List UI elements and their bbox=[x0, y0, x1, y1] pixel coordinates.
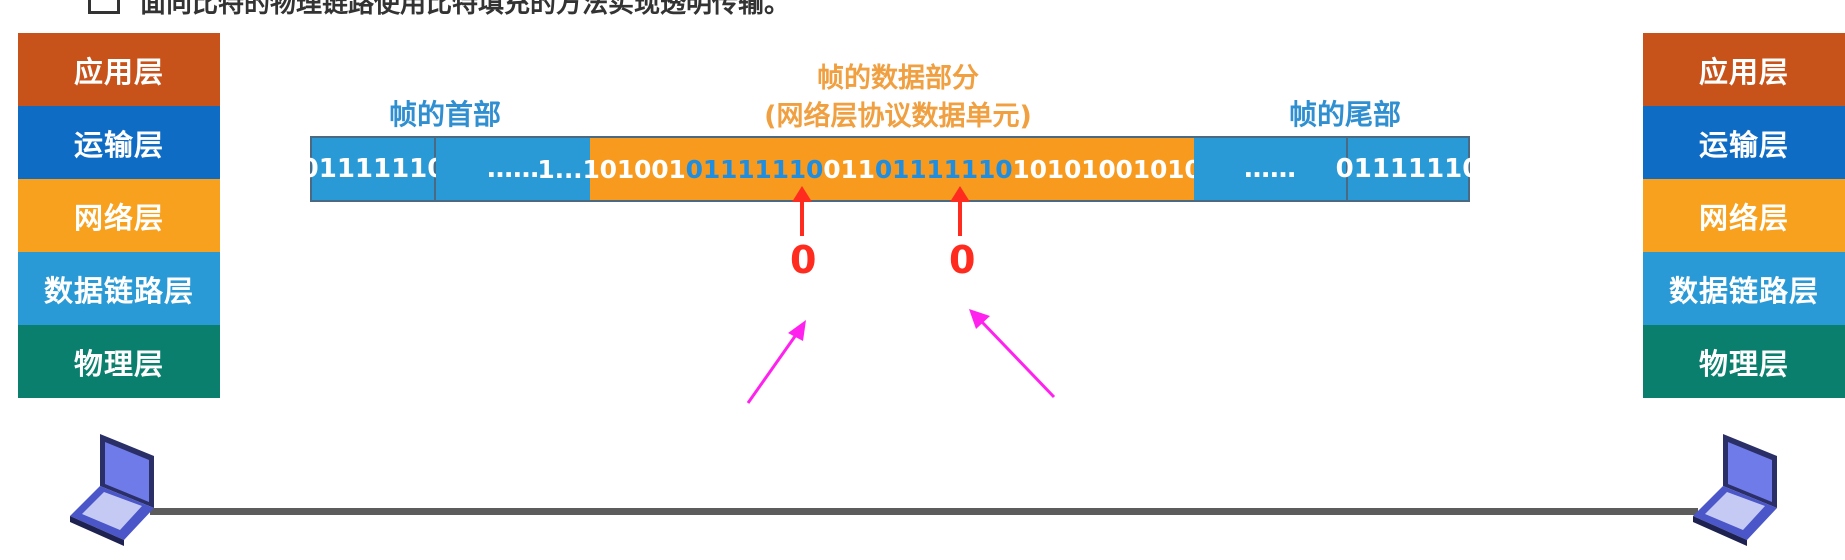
left-laptop-icon bbox=[70, 434, 154, 546]
payload-stuffed-bit-1: 0 bbox=[806, 154, 824, 184]
left-layer-datalink: 数据链路层 bbox=[18, 252, 220, 325]
frame-end-flag: 01111110 bbox=[1336, 138, 1480, 200]
frame-data-label: 帧的数据部分 (网络层协议数据单元) bbox=[698, 60, 1098, 136]
magenta-pointer-arrow-2 bbox=[969, 309, 1056, 399]
stuffed-bit-label-2: 0 bbox=[949, 238, 976, 282]
payload-flag-like-2: 0111111 bbox=[874, 154, 996, 184]
right-layer-transport: 运输层 bbox=[1643, 106, 1845, 179]
title-checkbox bbox=[88, 0, 120, 14]
right-protocol-stack: 应用层 运输层 网络层 数据链路层 物理层 bbox=[1643, 33, 1845, 398]
page-title: 面向比特的物理链路使用比特填充的方法实现透明传输。 bbox=[140, 0, 791, 19]
right-layer-datalink: 数据链路层 bbox=[1643, 252, 1845, 325]
physical-link-line bbox=[150, 508, 1698, 515]
stuffed-bit-arrow-2 bbox=[950, 186, 970, 236]
right-laptop-icon bbox=[1693, 434, 1777, 546]
right-layer-network: 网络层 bbox=[1643, 179, 1845, 252]
frame-tail-dots: …… bbox=[1194, 138, 1348, 200]
magenta-pointer-arrow-1 bbox=[746, 320, 806, 404]
right-layer-application: 应用层 bbox=[1643, 33, 1845, 106]
frame-head-dots: …… bbox=[436, 138, 590, 200]
stuffed-bit-arrow-1 bbox=[792, 186, 812, 236]
frame-tail-label: 帧的尾部 bbox=[1288, 98, 1401, 131]
left-protocol-stack: 应用层 运输层 网络层 数据链路层 物理层 bbox=[18, 33, 220, 398]
frame-start-flag: 01111110 bbox=[301, 138, 445, 200]
frame-data-label-line1: 帧的数据部分 bbox=[817, 63, 979, 94]
payload-bits-2: 011 bbox=[823, 154, 875, 184]
left-layer-physical: 物理层 bbox=[18, 325, 220, 398]
title-row: 面向比特的物理链路使用比特填充的方法实现透明传输。 bbox=[88, 0, 790, 19]
frame-data-label-line2: (网络层协议数据单元) bbox=[764, 101, 1032, 132]
payload-flag-like-1: 0111111 bbox=[685, 154, 807, 184]
right-layer-physical: 物理层 bbox=[1643, 325, 1845, 398]
left-layer-transport: 运输层 bbox=[18, 106, 220, 179]
stuffed-bit-label-1: 0 bbox=[790, 238, 817, 282]
frame-header-label: 帧的首部 bbox=[388, 98, 501, 131]
payload-stuffed-bit-2: 0 bbox=[995, 154, 1013, 184]
payload-bits-1: 1...101001 bbox=[537, 154, 686, 184]
left-layer-application: 应用层 bbox=[18, 33, 220, 106]
left-layer-network: 网络层 bbox=[18, 179, 220, 252]
